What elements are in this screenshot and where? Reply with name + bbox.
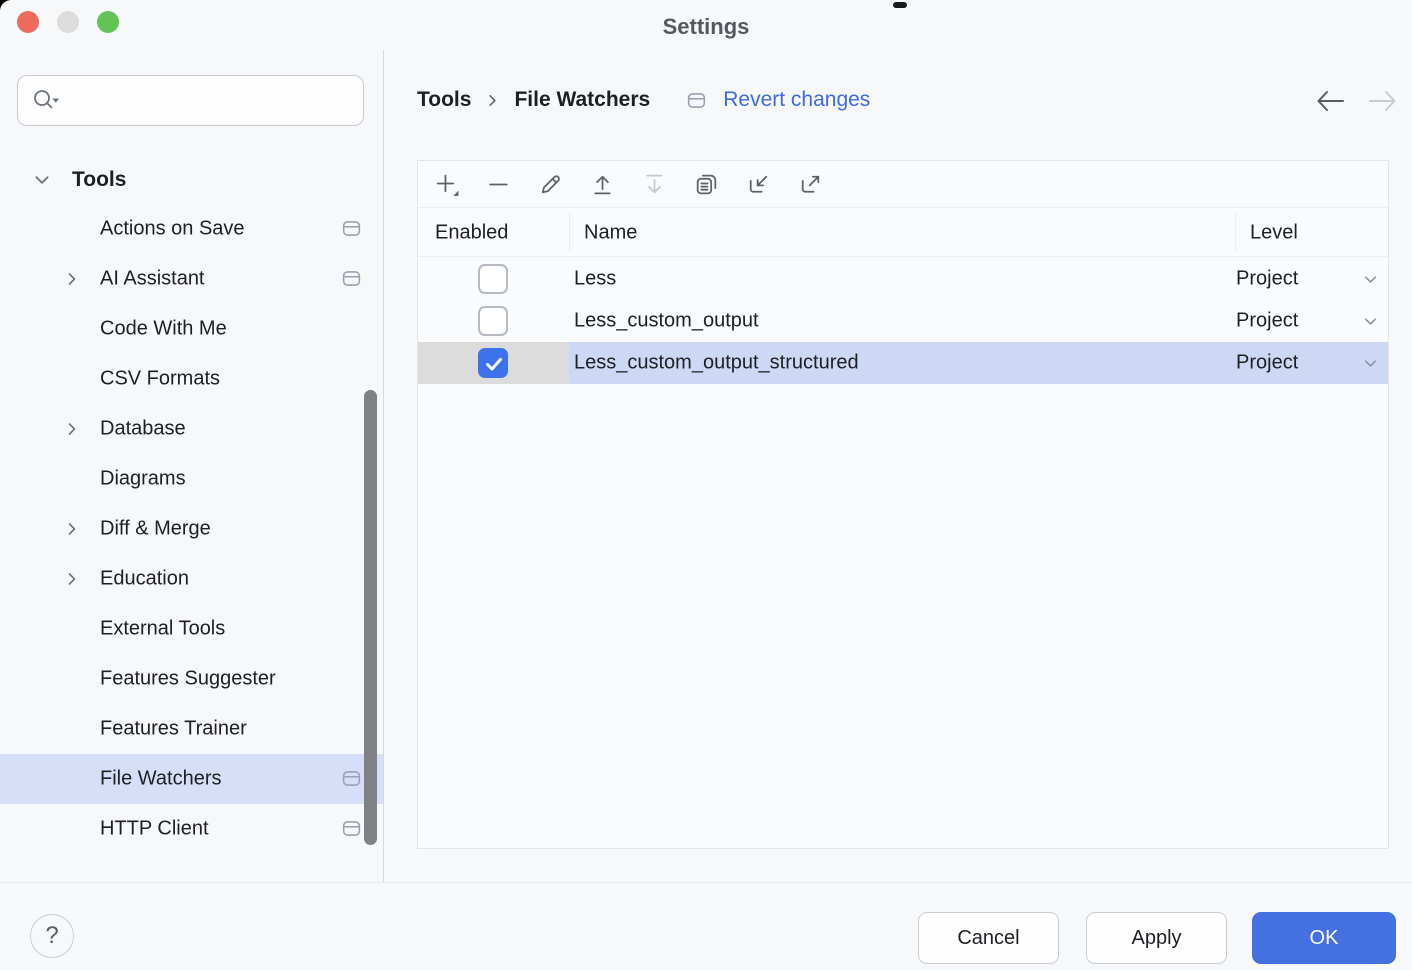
- chevron-right-icon[interactable]: [64, 521, 80, 537]
- chevron-right-icon: [485, 93, 500, 108]
- window-icon: [341, 818, 362, 839]
- enabled-checkbox[interactable]: [478, 306, 508, 336]
- chevron-right-icon[interactable]: [64, 421, 80, 437]
- history-navigation: [1315, 88, 1398, 119]
- forward-arrow-icon: [1367, 88, 1398, 119]
- search-input[interactable]: [17, 75, 364, 126]
- dialog-footer: ? Cancel Apply OK: [0, 882, 1412, 970]
- close-window-button[interactable]: [17, 11, 39, 33]
- watcher-level[interactable]: Project: [1236, 351, 1299, 374]
- watchers-toolbar: [418, 161, 1388, 208]
- column-divider: [569, 212, 570, 253]
- breadcrumb-tools[interactable]: Tools: [417, 88, 472, 111]
- window-icon: [686, 90, 707, 111]
- column-header-enabled[interactable]: Enabled: [435, 221, 509, 243]
- sidebar-item-education[interactable]: Education: [0, 554, 383, 604]
- breadcrumb: Tools File Watchers Revert changes: [417, 80, 870, 120]
- back-arrow-icon[interactable]: [1315, 88, 1346, 119]
- watcher-level[interactable]: Project: [1236, 309, 1299, 332]
- watcher-level[interactable]: Project: [1236, 267, 1299, 290]
- file-watchers-panel: Enabled Name Level Less Project L: [417, 160, 1389, 849]
- table-header: Enabled Name Level: [418, 209, 1388, 257]
- sidebar-item-diff-merge[interactable]: Diff & Merge: [0, 504, 383, 554]
- cancel-button[interactable]: Cancel: [918, 912, 1059, 964]
- enabled-checkbox[interactable]: [478, 348, 508, 378]
- sidebar-divider: [383, 50, 384, 882]
- remove-icon[interactable]: [472, 162, 524, 206]
- search-icon: [34, 90, 59, 109]
- chevron-down-icon[interactable]: [33, 171, 51, 189]
- enabled-checkbox[interactable]: [478, 264, 508, 294]
- sidebar-tree: Actions on Save AI Assistant Code With M…: [0, 204, 383, 854]
- sidebar-item-external-tools[interactable]: External Tools: [100, 617, 226, 640]
- sidebar-item-ai-assistant[interactable]: AI Assistant: [0, 254, 383, 304]
- table-row[interactable]: Less_custom_output_structured Project: [418, 342, 1388, 384]
- sidebar-item-tools[interactable]: Tools: [0, 163, 383, 197]
- column-header-name[interactable]: Name: [584, 221, 638, 243]
- question-mark-icon: ?: [45, 922, 59, 949]
- sidebar-scrollbar[interactable]: [364, 390, 377, 845]
- titlebar: Settings: [0, 0, 1412, 56]
- chevron-down-icon[interactable]: [1362, 355, 1379, 372]
- sidebar-item-features-trainer[interactable]: Features Trainer: [100, 717, 247, 740]
- check-icon: [486, 358, 502, 371]
- sidebar-item-csv-formats[interactable]: CSV Formats: [100, 367, 221, 390]
- sidebar-item-features-suggester[interactable]: Features Suggester: [100, 667, 276, 690]
- sidebar-item-actions-on-save[interactable]: Actions on Save: [0, 204, 383, 254]
- chevron-down-icon[interactable]: [1362, 313, 1379, 330]
- apply-button[interactable]: Apply: [1086, 912, 1227, 964]
- chevron-right-icon[interactable]: [64, 571, 80, 587]
- watcher-name: Less_custom_output_structured: [574, 351, 859, 374]
- ok-button[interactable]: OK: [1252, 912, 1396, 964]
- watchers-table: Less Project Less_custom_output Project …: [418, 258, 1388, 384]
- revert-changes-link[interactable]: Revert changes: [723, 88, 871, 111]
- minimize-window-button[interactable]: [57, 11, 79, 33]
- screen-artifact: [893, 2, 907, 8]
- table-row[interactable]: Less_custom_output Project: [418, 300, 1388, 342]
- export-icon[interactable]: [784, 162, 836, 206]
- help-button[interactable]: ?: [30, 914, 74, 958]
- move-up-icon[interactable]: [576, 162, 628, 206]
- add-icon[interactable]: [420, 162, 472, 206]
- window-icon: [341, 268, 362, 289]
- sidebar-item-diagrams[interactable]: Diagrams: [100, 467, 186, 490]
- sidebar-item-http-client[interactable]: HTTP Client: [0, 804, 383, 854]
- table-row[interactable]: Less Project: [418, 258, 1388, 300]
- sidebar-item-file-watchers[interactable]: File Watchers: [0, 754, 383, 804]
- sidebar-item-database[interactable]: Database: [0, 404, 383, 454]
- import-icon[interactable]: [732, 162, 784, 206]
- edit-icon[interactable]: [524, 162, 576, 206]
- watcher-name: Less: [574, 267, 617, 290]
- window-icon: [341, 218, 362, 239]
- sidebar-item-label: Tools: [72, 168, 127, 191]
- sidebar-item-code-with-me[interactable]: Code With Me: [100, 317, 227, 340]
- window-title: Settings: [662, 14, 750, 39]
- chevron-down-icon[interactable]: [1362, 271, 1379, 288]
- move-down-icon: [628, 162, 680, 206]
- window-icon: [341, 768, 362, 789]
- duplicate-icon[interactable]: [680, 162, 732, 206]
- column-divider: [1235, 212, 1236, 253]
- maximize-window-button[interactable]: [97, 11, 119, 33]
- settings-sidebar: Tools Actions on Save AI Assistant Code …: [0, 56, 383, 882]
- watcher-name: Less_custom_output: [574, 309, 759, 332]
- chevron-right-icon[interactable]: [64, 271, 80, 287]
- column-header-level[interactable]: Level: [1250, 221, 1298, 243]
- breadcrumb-file-watchers: File Watchers: [514, 88, 651, 111]
